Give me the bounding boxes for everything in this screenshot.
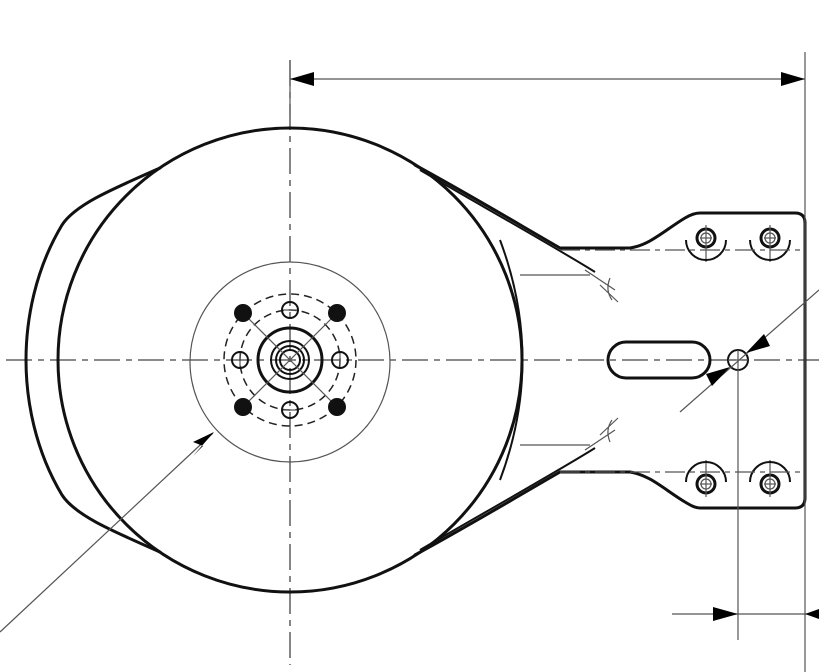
housing-left-contour (24, 166, 162, 554)
bolt-diag-2 (239, 309, 341, 411)
upper-arm-inner-line (419, 169, 596, 273)
centerlines (6, 60, 819, 665)
hub-outer-circle (189, 261, 391, 463)
mount-hole-bottom-left (685, 460, 727, 497)
bolt-hole-top (281, 301, 299, 319)
lower-arm-inner-line (419, 447, 596, 551)
hub-leader-arrow (193, 432, 214, 456)
mount-hole-top-right (749, 225, 791, 262)
bolt-hole-right (331, 351, 349, 369)
hub-diameter-leader (0, 432, 214, 633)
bolt-hole-top-right (328, 304, 346, 322)
dimensions (0, 52, 819, 672)
bolt-hole-bottom (281, 401, 299, 419)
hole-leader-arrow-lower (706, 367, 730, 386)
hub-inner-ring-3 (279, 349, 301, 371)
mount-hole-top-left (685, 225, 727, 262)
bolt-hole-top-left (234, 304, 252, 322)
hub-inner-ring-1 (270, 340, 310, 380)
arrowhead-left (290, 72, 314, 86)
arrowhead-right (781, 72, 805, 86)
hub-inner-ring-2 (275, 345, 305, 375)
hole-offset-arrow-right (805, 609, 819, 619)
hub (189, 261, 391, 463)
lower-arm-break (520, 417, 619, 451)
hole-leader-arrow-upper (746, 334, 770, 353)
disc-side-arc (499, 239, 524, 481)
upper-arm-outline (413, 163, 807, 250)
upper-arm-break (520, 269, 619, 303)
lower-arm-outline (413, 470, 807, 557)
bracket (560, 225, 800, 497)
bolt-hole-left (231, 351, 249, 369)
hub-dashed-circle (223, 293, 357, 427)
hub-thick-ring (256, 326, 324, 394)
mount-hole-bottom-right (749, 460, 791, 497)
hole-offset-arrow-left (713, 607, 738, 621)
bolt-hole-bottom-left (234, 398, 252, 416)
slot (606, 340, 712, 380)
bolt-hole-bottom-right (328, 398, 346, 416)
